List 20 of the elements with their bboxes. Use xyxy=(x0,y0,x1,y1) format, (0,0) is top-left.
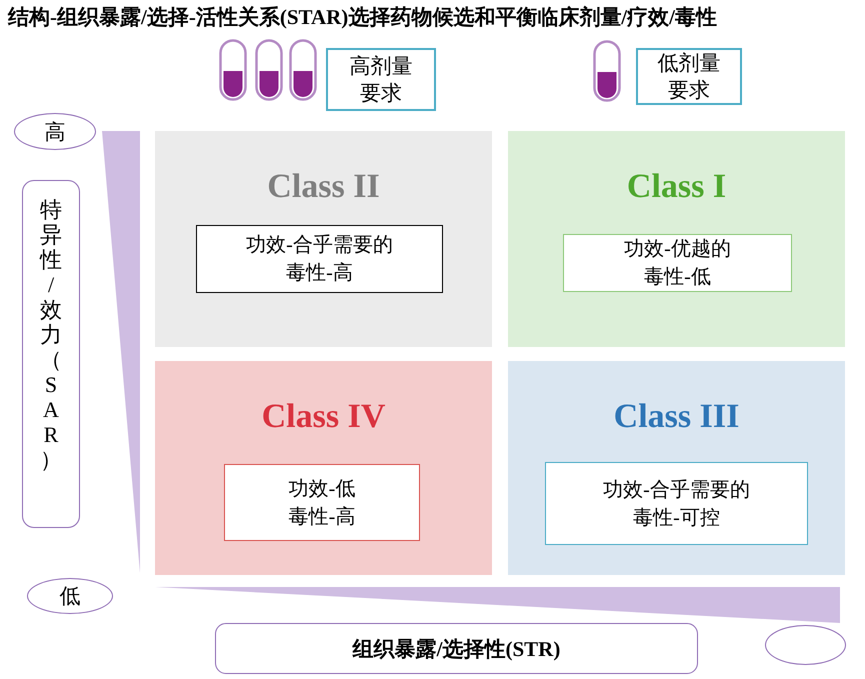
scale-wedge xyxy=(102,131,140,573)
axis-level-oval: 低 xyxy=(27,578,113,614)
axis-title-panel: 组织暴露/选择性(STR) xyxy=(215,623,698,674)
quadrant-panel xyxy=(155,361,492,575)
class-heading: Class IV xyxy=(260,397,386,437)
description-card: 功效-合乎需要的毒性-可控 xyxy=(545,462,808,545)
class-heading: Class III xyxy=(612,397,740,437)
axis-level-oval: 高 xyxy=(14,113,96,150)
class-heading: Class I xyxy=(626,167,728,207)
quadrant-panel xyxy=(155,131,492,347)
dose-label-panel: 高剂量要求 xyxy=(326,48,436,111)
quadrant-panel xyxy=(508,361,845,575)
description-card: 功效-低毒性-高 xyxy=(224,464,420,541)
description-card: 功效-优越的毒性-低 xyxy=(563,234,792,292)
axis-title-panel: 特异性/效力（SAR） xyxy=(22,180,80,528)
quadrant-panel xyxy=(508,131,845,347)
description-card: 功效-合乎需要的毒性-高 xyxy=(196,225,443,293)
diagram-title: 结构-组织暴露/选择-活性关系(STAR)选择药物候选和平衡临床剂量/疗效/毒性 xyxy=(8,4,717,30)
class-heading: Class II xyxy=(266,167,381,207)
dose-label-panel: 低剂量要求 xyxy=(636,48,742,105)
